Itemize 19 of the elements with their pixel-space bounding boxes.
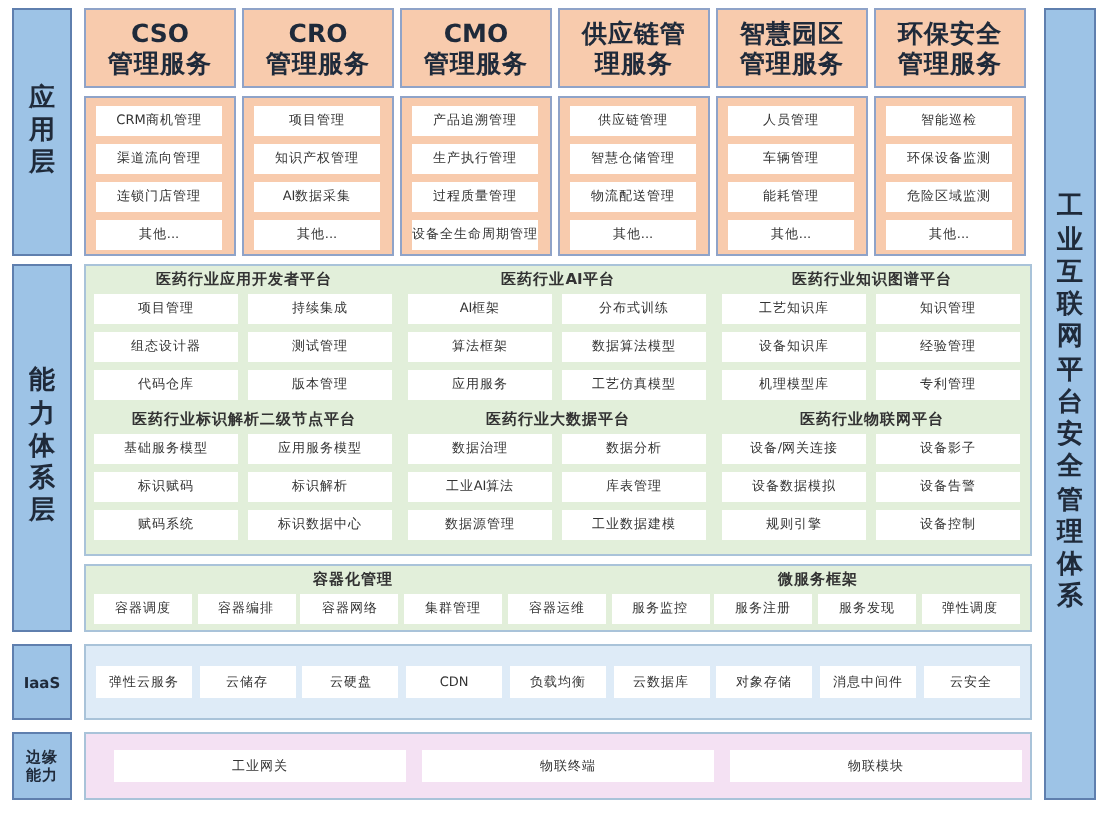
- iaas-panel: [84, 644, 1032, 720]
- service-panel: [242, 96, 394, 256]
- platform-panel: [84, 564, 1032, 632]
- service-panel: [874, 96, 1026, 256]
- service-panel: [716, 96, 868, 256]
- service-header: CSO 管理服务: [84, 8, 236, 88]
- service-panel: [400, 96, 552, 256]
- platform-panel: [84, 264, 1032, 556]
- service-header: 环保安全管理服务: [874, 8, 1026, 88]
- service-panel: [558, 96, 710, 256]
- edge-panel: [84, 732, 1032, 800]
- service-header: CRO 管理服务: [242, 8, 394, 88]
- service-header: 供应链管理服务: [558, 8, 710, 88]
- service-header: CMO 管理服务: [400, 8, 552, 88]
- layer-label: 应用层: [12, 8, 72, 256]
- service-header: 智慧园区管理服务: [716, 8, 868, 88]
- layer-label: 能力体系层: [12, 264, 72, 632]
- layer-label: 工业互联网平台安全管理体系: [1044, 8, 1096, 800]
- service-panel: [84, 96, 236, 256]
